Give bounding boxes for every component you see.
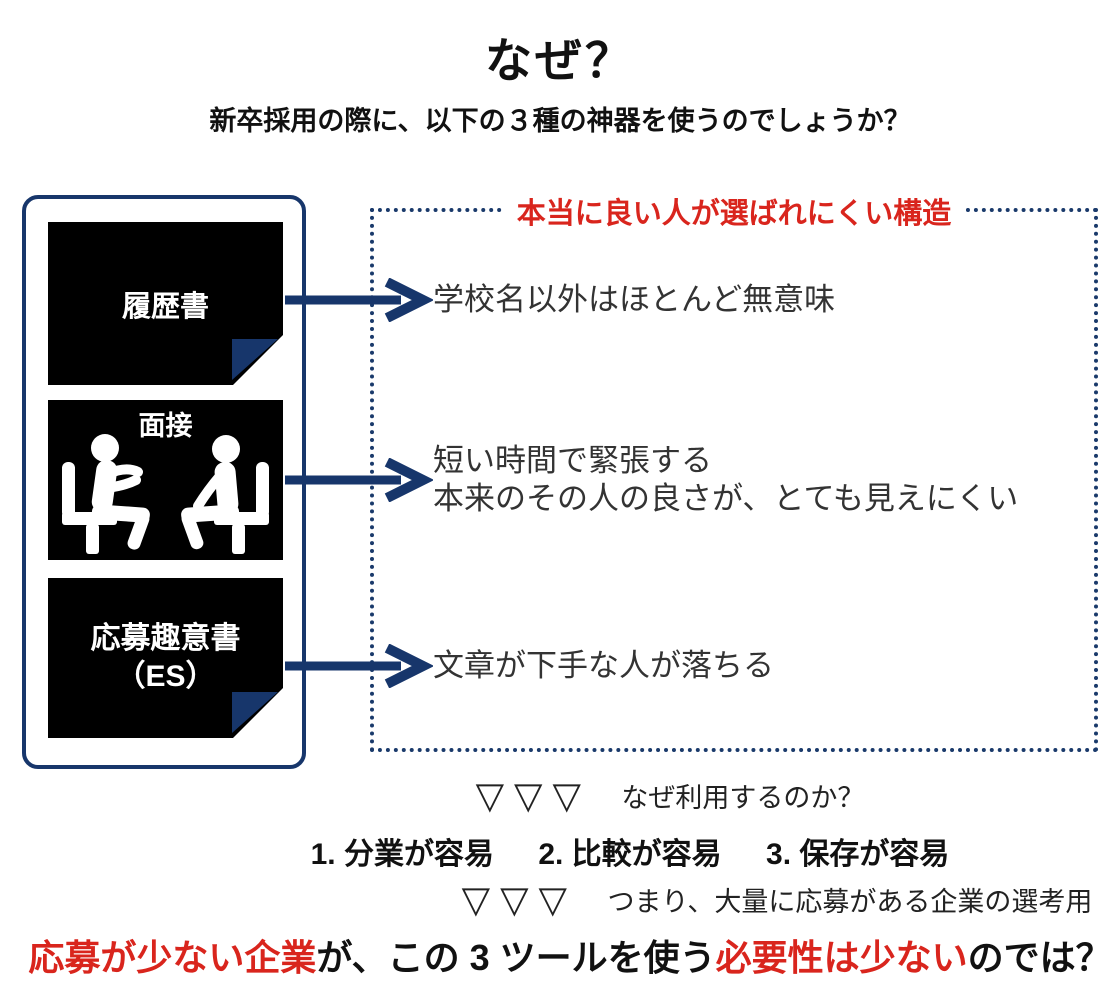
tool-label-resume: 履歴書 [121,290,209,323]
folded-corner-icon [232,339,278,380]
arrow-right-icon [285,458,433,502]
conclusion-lead: つまり、大量に応募がある企業の選考用 [607,887,1093,917]
tool-card-entry-sheet: 応募趣意書 （ES） [48,578,283,738]
page-title: なぜ？ [485,34,635,87]
down-triangles-icon: ▽▽▽ [461,879,577,920]
tools-panel: 履歴書 面接 [22,195,306,769]
tool-card-interview: 面接 [48,400,283,560]
down-triangles-icon: ▽▽▽ [475,775,591,816]
final-segment: のでは？ [967,937,1112,978]
final-segment: が、この 3 ツールを使う [316,937,716,978]
structure-item-line: 文章が下手な人が落ちる [433,648,774,683]
reason-1: 1. 分業が容易 [310,838,494,871]
final-segment-red: 必要性は少ない [715,937,968,978]
structure-box-title: 本当に良い人が選ばれにくい構造 [502,190,966,232]
tool-label-entry-sheet-sub: （ES） [115,660,216,693]
interview-people-icon [62,434,269,554]
reason-3: 3. 保存が容易 [766,838,950,871]
structure-item-line: 本来のその人の良さが、とても見えにくい [433,481,1019,516]
why-question: なぜ利用するのか？ [621,783,865,813]
tool-label-interview: 面接 [138,411,193,441]
arrow-right-icon [285,644,433,688]
final-segment-red: 応募が少ない企業 [28,937,317,978]
structure-item-resume: 学校名以外はほとんど無意味 [433,281,835,319]
tool-card-resume: 履歴書 [48,222,283,385]
tool-label-entry-sheet: 応募趣意書 [90,621,241,655]
reason-2: 2. 比較が容易 [538,838,722,871]
structure-item-line: 学校名以外はほとんど無意味 [433,282,836,317]
structure-item-entry-sheet: 文章が下手な人が落ちる [433,647,774,685]
structure-item-line: 短い時間で緊張する [433,443,712,478]
conclusion-row: ▽▽▽ つまり、大量に応募がある企業の選考用 [217,878,1120,921]
final-statement: 応募が少ない企業が、この 3 ツールを使う必要性は少ないのでは？ [10,929,1120,981]
arrow-right-icon [285,278,433,322]
folded-corner-icon [232,692,278,733]
why-row: ▽▽▽ なぜ利用するのか？ [110,774,1120,817]
structure-item-interview: 短い時間で緊張する 本来のその人の良さが、とても見えにくい [433,442,1018,518]
reasons-row: 1. 分業が容易 2. 比較が容易 3. 保存が容易 [70,829,1120,873]
page-subtitle: 新卒採用の際に、以下の３種の神器を使うのでしょうか？ [209,106,911,136]
